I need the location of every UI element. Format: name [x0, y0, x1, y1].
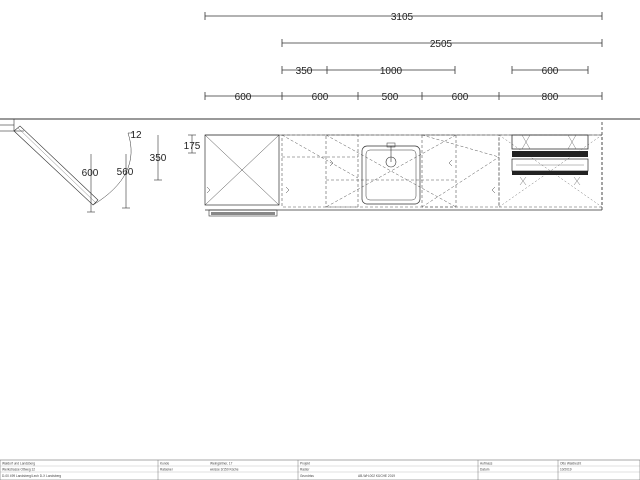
title-col2-value1: Weingärtner, 17 [210, 462, 233, 466]
title-col3-value: AB-WH-002 KÜCHE 2019 [358, 474, 395, 478]
oven-icon [511, 151, 589, 186]
title-col3-label1: Projekt [300, 462, 310, 466]
height-350-label: 350 [150, 153, 167, 164]
base-cabinet-2 [281, 134, 359, 208]
dimension-unit-5: 800 [542, 92, 559, 103]
wall-line [0, 118, 640, 132]
sink-cabinet [325, 134, 457, 208]
dimension-overall: 3105 [204, 12, 603, 23]
dimension-unit-3: 500 [382, 92, 399, 103]
dimension-350-label: 350 [296, 66, 313, 77]
dimension-row-segments: 350 1000 600 [281, 66, 589, 77]
title-col3-label2: Raster [300, 468, 310, 472]
base-cabinet-4 [421, 134, 500, 208]
sink-icon [361, 142, 421, 205]
dimension-unit-2: 600 [312, 92, 329, 103]
dimension-1000-label: 1000 [380, 66, 403, 77]
door-gap-label: 12 [130, 130, 142, 141]
dimension-overall-label: 3105 [391, 12, 414, 23]
dimension-unit-4: 600 [452, 92, 469, 103]
dimension-600-top-label: 600 [542, 66, 559, 77]
title-col2-value2: weisse 3/150 Küche [210, 468, 239, 472]
cabinet-run [204, 122, 603, 217]
title-col4-label1: Aufmass [480, 462, 493, 466]
title-col4-value2: 10/2019 [560, 468, 572, 472]
base-cabinet-1 [204, 134, 280, 217]
door-depth-label: 560 [117, 167, 134, 178]
title-company-line3: D-00 499 Landsberg/Lech D-X Landsberg [2, 474, 61, 478]
title-block: Waldorf und Landsberg Werkstrasse Ottweg… [0, 459, 640, 480]
height-175-label: 175 [184, 141, 201, 152]
dimension-run-label: 2505 [430, 39, 453, 50]
title-col4-value1: Otto Waldrecht [560, 462, 581, 466]
dimension-row-units: 600 600 500 600 800 [204, 92, 603, 103]
title-col4-label2: Datum [480, 468, 490, 472]
door-width-label: 600 [82, 168, 99, 179]
title-col3-label3: Grundriss [300, 474, 314, 478]
cooktop-icon [511, 134, 589, 150]
title-company-line1: Waldorf und Landsberg [2, 462, 35, 466]
door-swing-icon [13, 125, 196, 213]
dimension-run: 2505 [281, 39, 603, 50]
title-company-line2: Werkstrasse Ottweg 12 [2, 468, 35, 472]
title-col2-label2: Ratseker [160, 468, 174, 472]
dimension-unit-1: 600 [235, 92, 252, 103]
title-col2-label1: Kunde [160, 462, 169, 466]
